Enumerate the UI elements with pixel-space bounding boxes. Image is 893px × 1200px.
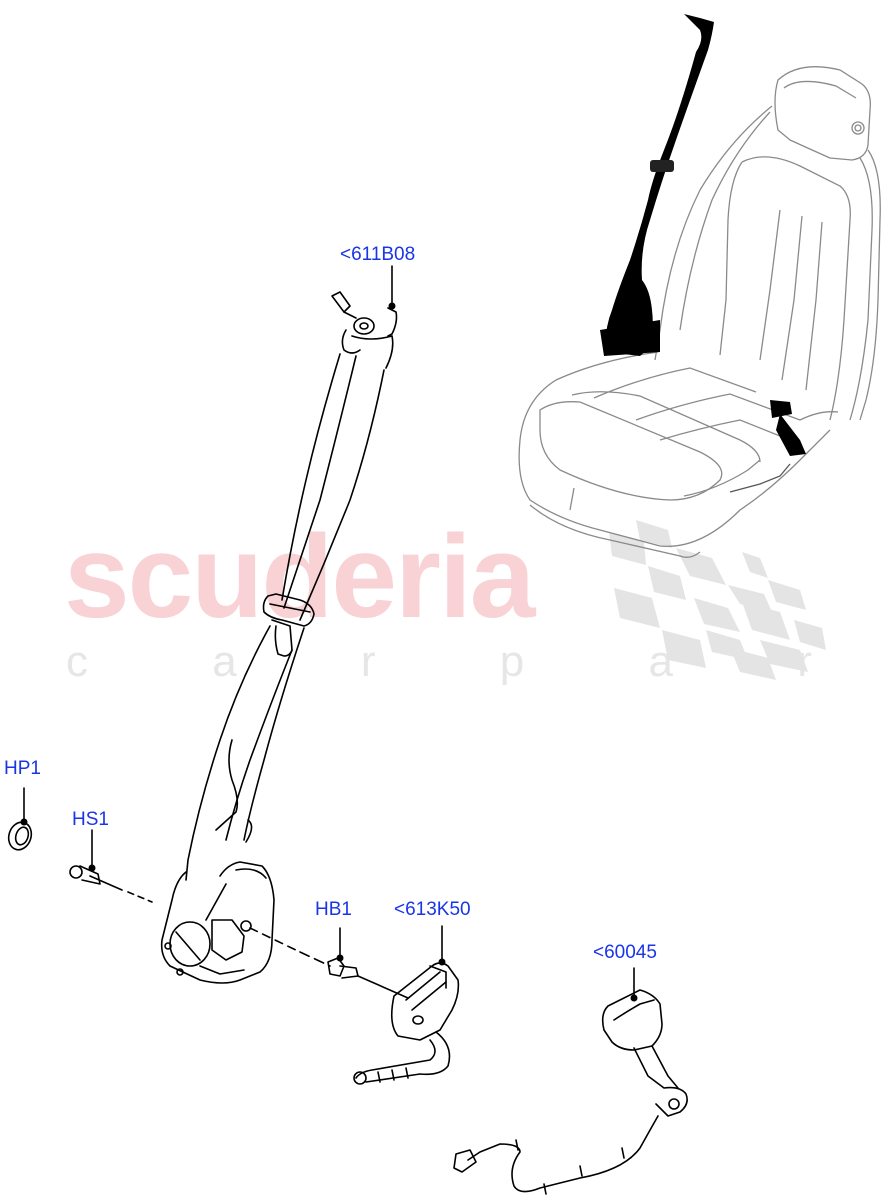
callout-611b08[interactable]: <611B08: [340, 244, 416, 265]
callout-hb1[interactable]: HB1: [315, 899, 352, 920]
watermark-brand: scuderia: [64, 511, 535, 643]
callout-60045[interactable]: <60045: [593, 942, 657, 963]
callout-hp1[interactable]: HP1: [4, 758, 41, 779]
callout-613k50[interactable]: <613K50: [394, 899, 471, 920]
callout-hs1[interactable]: HS1: [72, 809, 109, 830]
